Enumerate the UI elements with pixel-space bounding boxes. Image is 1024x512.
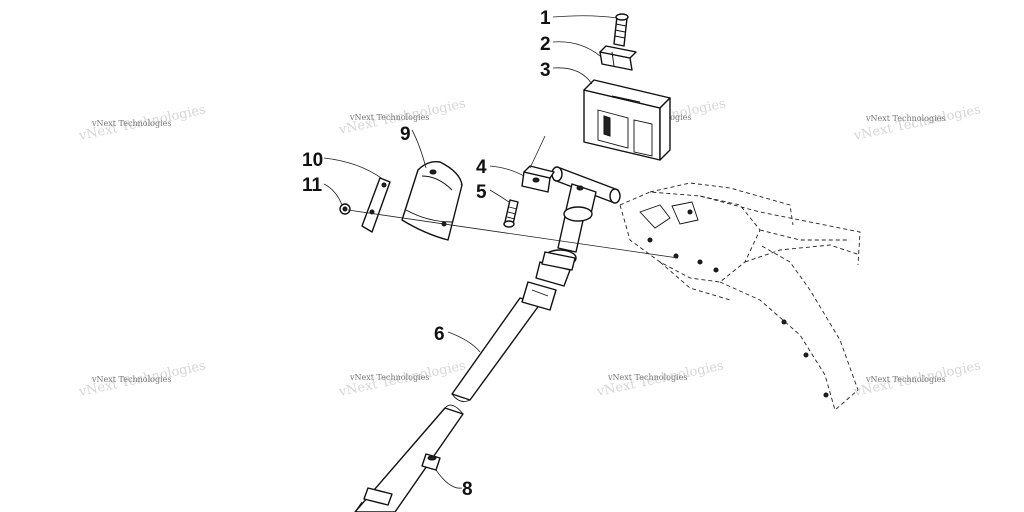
leader-lines — [323, 15, 618, 489]
watermark-ghost: vNext Technologies — [852, 102, 982, 144]
watermark: vNext Technologies vNext Technologies — [337, 358, 467, 400]
part-3-clamp-block — [583, 79, 671, 161]
watermark: vNext Technologies vNext Technologies — [595, 358, 725, 400]
part-1-bolt — [613, 13, 629, 47]
watermark-text: vNext Technologies — [349, 373, 429, 382]
watermark-text: vNext Technologies — [865, 375, 945, 384]
part-4-small-clamp — [521, 165, 555, 193]
watermark: vNext Technologies vNext Technologies — [77, 358, 207, 400]
callout-8: 8 — [462, 479, 473, 500]
part-2-cap — [599, 45, 637, 71]
callout-2: 2 — [540, 34, 551, 55]
part-5-bolt — [503, 199, 519, 228]
watermarks: vNext Technologies vNext Technologies vN… — [77, 96, 982, 400]
watermark: vNext Technologies vNext Technologies — [852, 358, 982, 400]
callout-5: 5 — [476, 182, 487, 203]
callout-1: 1 — [540, 8, 551, 29]
upper-column — [541, 211, 585, 271]
callout-6: 6 — [434, 324, 445, 345]
steering-post — [551, 166, 621, 222]
callout-10: 10 — [302, 150, 323, 171]
universal-joint — [521, 261, 571, 311]
callout-4: 4 — [476, 157, 487, 178]
watermark-text: vNext Technologies — [349, 113, 429, 122]
watermark-text: vNext Technologies — [91, 375, 171, 384]
watermark-text: vNext Technologies — [865, 114, 945, 123]
callout-3: 3 — [540, 60, 551, 81]
chassis-frame — [619, 182, 861, 411]
part-10-bracket — [361, 177, 391, 233]
alignment-line — [347, 209, 679, 259]
callout-11: 11 — [302, 175, 323, 196]
steering-shaft — [354, 297, 541, 512]
watermark: vNext Technologies vNext Technologies — [852, 102, 982, 144]
watermark-text: vNext Technologies — [607, 373, 687, 382]
watermark-text: vNext Technologies — [91, 119, 171, 128]
part-11-fastener — [339, 203, 351, 215]
assembly-line — [529, 135, 546, 169]
callout-9: 9 — [400, 124, 411, 145]
part-9-cover — [401, 160, 463, 241]
watermark: vNext Technologies vNext Technologies — [77, 102, 207, 144]
